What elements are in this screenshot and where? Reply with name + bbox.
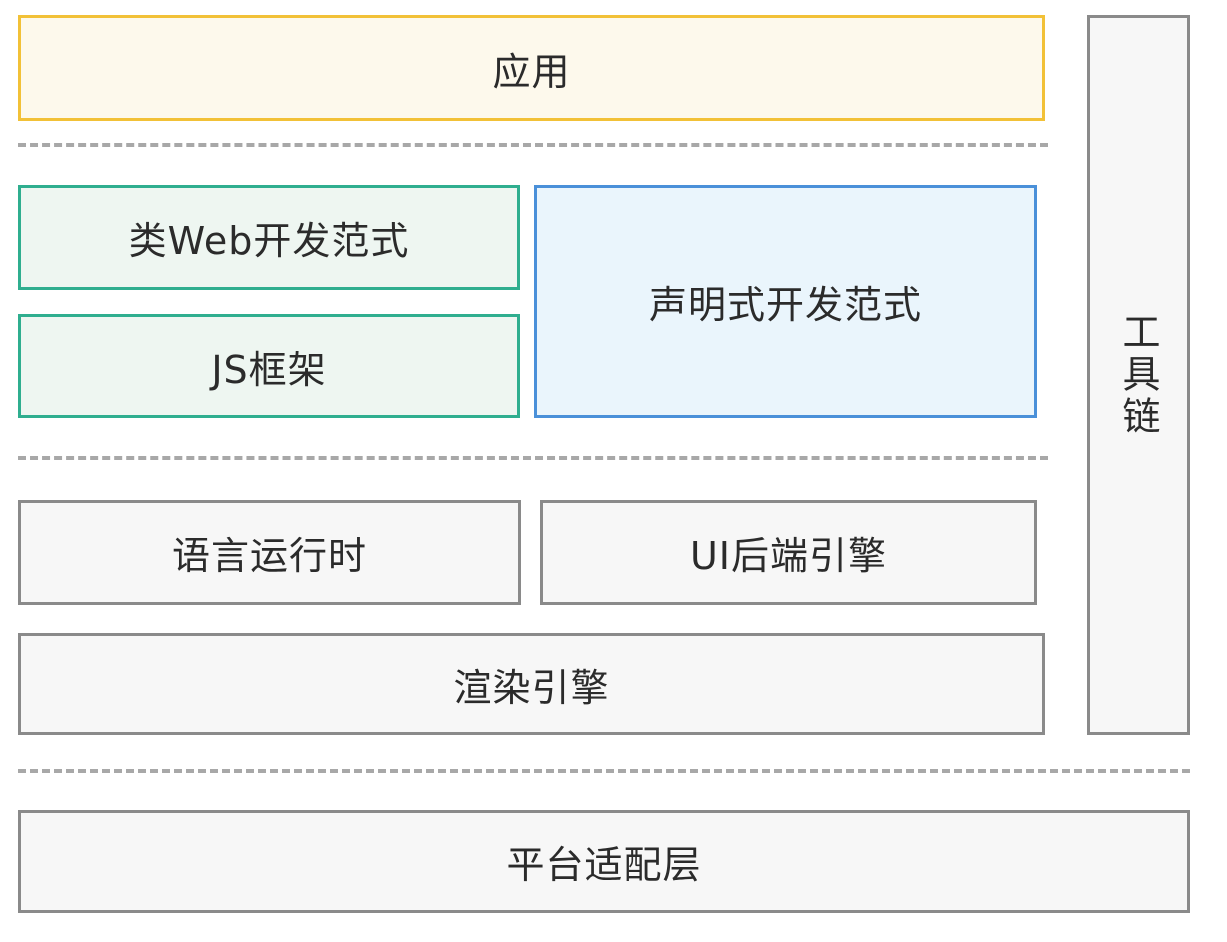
js-framework-box: JS框架	[18, 314, 520, 418]
render-engine-box: 渲染引擎	[18, 633, 1045, 735]
ui-backend-engine-label: UI后端引擎	[689, 534, 888, 578]
ui-backend-engine-box: UI后端引擎	[540, 500, 1037, 605]
app-layer-box: 应用	[18, 15, 1045, 121]
platform-adapter-label: 平台适配层	[506, 843, 702, 887]
render-engine-label: 渲染引擎	[453, 665, 610, 710]
language-runtime-box: 语言运行时	[18, 500, 521, 605]
web-paradigm-label: 类Web开发范式	[128, 219, 410, 263]
toolchain-box: 工具链	[1087, 15, 1190, 735]
platform-adapter-box: 平台适配层	[18, 810, 1190, 913]
separator-dashed-bottom	[18, 769, 1190, 773]
declarative-paradigm-label: 声明式开发范式	[648, 283, 922, 327]
js-framework-label: JS框架	[211, 347, 327, 392]
declarative-paradigm-box: 声明式开发范式	[534, 185, 1037, 418]
separator-dashed-top	[18, 143, 1048, 147]
separator-dashed-middle	[18, 456, 1048, 460]
app-layer-label: 应用	[492, 49, 571, 94]
toolchain-label: 工具链	[1116, 312, 1160, 438]
web-paradigm-box: 类Web开发范式	[18, 185, 520, 290]
language-runtime-label: 语言运行时	[171, 534, 367, 578]
